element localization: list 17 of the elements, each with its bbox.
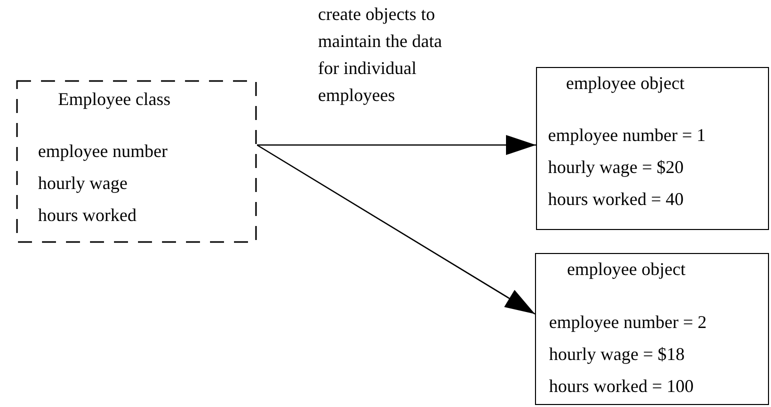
box-title: employee object <box>566 72 684 94</box>
class-box <box>16 80 257 243</box>
box-title: Employee class <box>58 88 170 110</box>
attribute-text: hours worked = 40 <box>548 188 684 210</box>
arrow <box>257 135 536 155</box>
attribute-text: hourly wage = $20 <box>548 156 684 178</box>
object-box <box>536 67 769 230</box>
attribute-text: hours worked <box>38 204 136 226</box>
attribute-text: hourly wage <box>38 172 128 194</box>
object-box <box>535 253 769 405</box>
attribute-text: employee number <box>38 140 168 162</box>
arrow <box>256 144 536 315</box>
attribute-text: employee number = 1 <box>548 124 706 146</box>
attribute-text: hours worked = 100 <box>549 375 694 397</box>
attribute-text: employee number = 2 <box>549 311 707 333</box>
attribute-text: hourly wage = $18 <box>549 343 685 365</box>
box-title: employee object <box>567 258 686 280</box>
